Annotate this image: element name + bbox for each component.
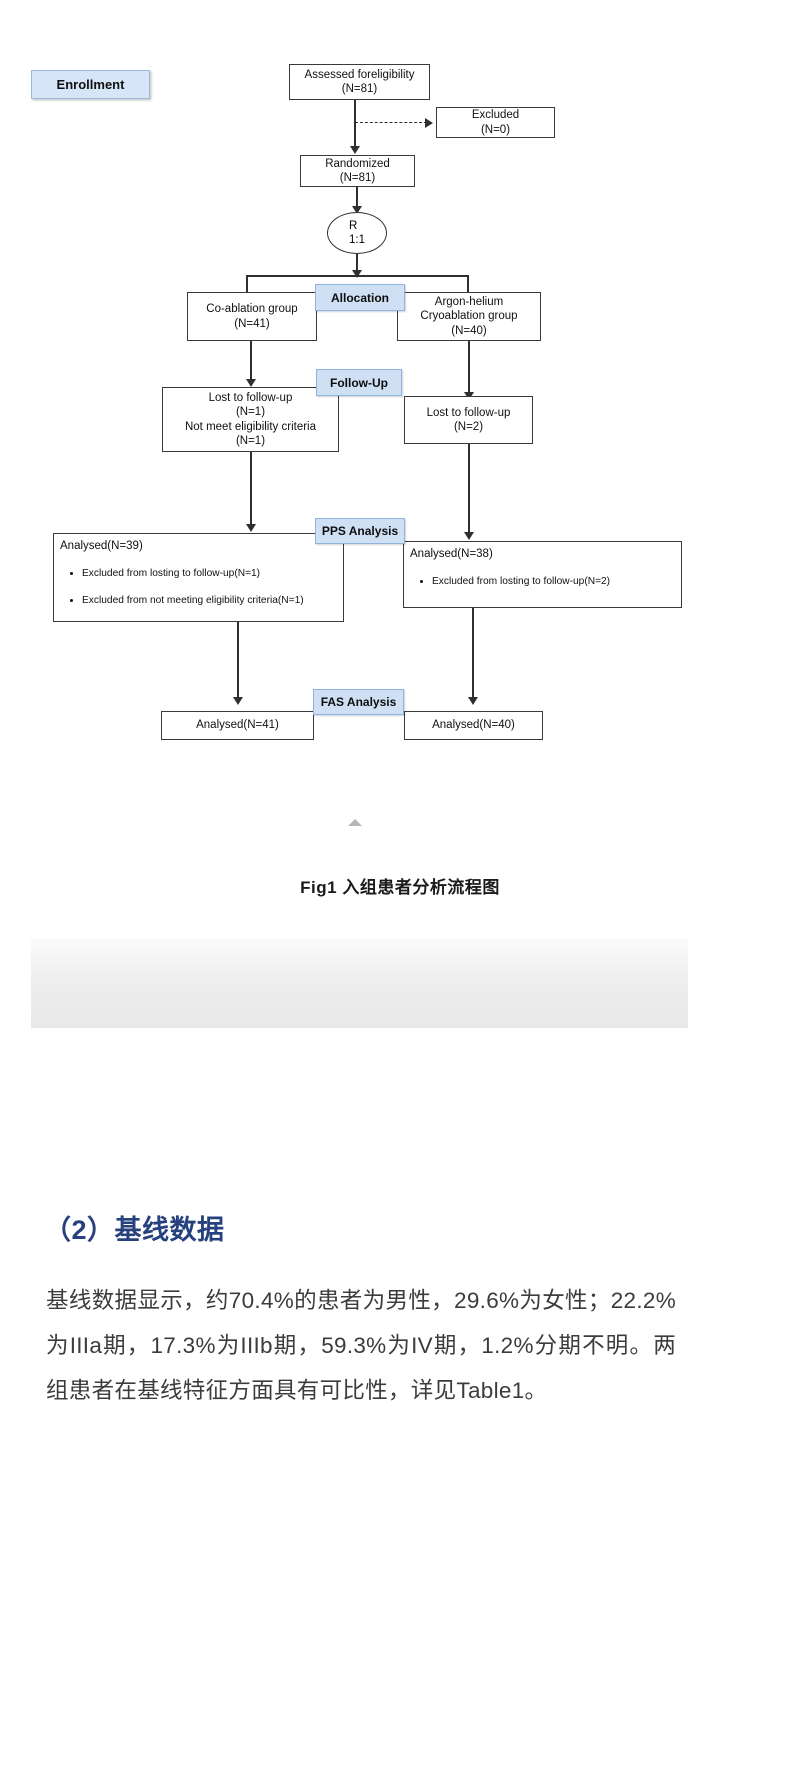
stage-badge-fas-analysis[interactable]: FAS Analysis — [313, 689, 404, 715]
connector-split-left-drop — [246, 275, 248, 293]
node-group-argon-helium[interactable]: Argon-helium Cryoablation group (N=40) — [397, 292, 541, 341]
arrowhead-right-fas — [468, 697, 478, 705]
node-randomization-ratio[interactable]: R 1:1 — [327, 212, 387, 254]
connector-to-excluded — [355, 122, 427, 123]
pps-left-title: Analysed(N=39) — [60, 540, 143, 552]
connector-assessed-to-randomized — [354, 100, 356, 150]
arrowhead-to-excluded — [425, 118, 433, 128]
figure-caption: Fig1 入组患者分析流程图 — [300, 878, 500, 897]
node-group-co-ablation[interactable]: Co-ablation group (N=41) — [187, 292, 317, 341]
node-pps-analysis-right[interactable]: Analysed(N=38) Excluded from losting to … — [403, 541, 682, 608]
connector-left-followup-to-pps — [250, 452, 252, 528]
node-excluded[interactable]: Excluded (N=0) — [436, 107, 555, 138]
connector-right-followup-to-pps — [468, 444, 470, 536]
connector-right-group-to-followup — [468, 341, 470, 398]
node-followup-left[interactable]: Lost to follow-up (N=1) Not meet eligibi… — [162, 387, 339, 452]
arrowhead-to-ratio — [352, 206, 362, 214]
pps-right-title: Analysed(N=38) — [410, 548, 493, 560]
list-item: Excluded from losting to follow-up(N=2) — [432, 575, 610, 588]
connector-randomized-to-ratio — [356, 187, 358, 210]
stage-badge-followup[interactable]: Follow-Up — [316, 369, 402, 396]
node-assessed-eligibility[interactable]: Assessed foreligibility (N=81) — [289, 64, 430, 100]
node-fas-analysis-right[interactable]: Analysed(N=40) — [404, 711, 543, 740]
arrowhead-left-pps — [246, 524, 256, 532]
image-placeholder-band — [31, 938, 688, 1028]
section-paragraph-baseline-data: 基线数据显示，约70.4%的患者为男性，29.6%为女性；22.2%为IIIa期… — [46, 1288, 676, 1403]
arrowhead-to-randomized — [350, 146, 360, 154]
connector-ratio-to-split — [356, 254, 358, 276]
connector-split-right-drop — [467, 275, 469, 293]
node-randomized[interactable]: Randomized (N=81) — [300, 155, 415, 187]
stage-badge-pps-analysis[interactable]: PPS Analysis — [315, 518, 405, 544]
list-item: Excluded from not meeting eligibility cr… — [82, 594, 304, 607]
connector-left-pps-to-fas — [237, 622, 239, 701]
stage-badge-enrollment[interactable]: Enrollment — [31, 70, 150, 99]
list-item: Excluded from losting to follow-up(N=1) — [82, 567, 304, 580]
consort-flow-diagram: Enrollment Assessed foreligibility (N=81… — [0, 0, 800, 930]
arrowhead-to-split — [352, 270, 362, 278]
connector-left-group-to-followup — [250, 341, 252, 383]
section-heading-baseline-data: （2）基线数据 — [44, 1215, 225, 1245]
arrowhead-left-followup — [246, 379, 256, 387]
node-fas-analysis-left[interactable]: Analysed(N=41) — [161, 711, 314, 740]
node-followup-right[interactable]: Lost to follow-up (N=2) — [404, 396, 533, 444]
pps-left-bullet-list: Excluded from losting to follow-up(N=1) … — [74, 554, 304, 621]
arrowhead-right-pps — [464, 532, 474, 540]
collapse-caret-icon[interactable] — [348, 819, 362, 826]
arrowhead-left-fas — [233, 697, 243, 705]
pps-right-bullet-list: Excluded from losting to follow-up(N=2) — [424, 562, 610, 602]
stage-badge-allocation[interactable]: Allocation — [315, 284, 405, 311]
node-pps-analysis-left[interactable]: Analysed(N=39) Excluded from losting to … — [53, 533, 344, 622]
connector-right-pps-to-fas — [472, 608, 474, 701]
